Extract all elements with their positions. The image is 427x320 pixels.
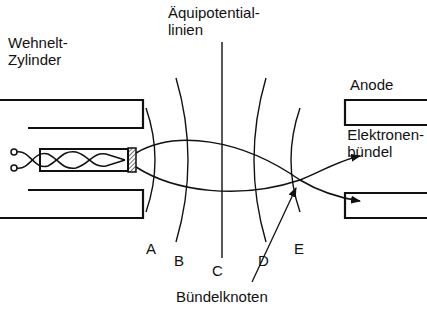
equipotential-lines <box>146 42 300 258</box>
leader-line <box>252 188 296 282</box>
part-label: Anode <box>350 76 393 93</box>
electron-beam <box>136 140 360 201</box>
line-letter: E <box>294 240 304 257</box>
part-label: Elektronen- bündel <box>347 126 424 160</box>
part-label: Bündelknoten <box>176 288 268 305</box>
line-letter: B <box>174 252 184 269</box>
wehnelt-cylinder <box>0 100 143 218</box>
title-label: Äquipotential- linien <box>168 4 260 38</box>
line-letter: D <box>258 252 269 269</box>
line-letter: C <box>212 262 223 279</box>
part-label: Wehnelt- Zylinder <box>8 34 68 68</box>
line-letter: A <box>146 240 156 257</box>
cathode <box>11 148 136 172</box>
